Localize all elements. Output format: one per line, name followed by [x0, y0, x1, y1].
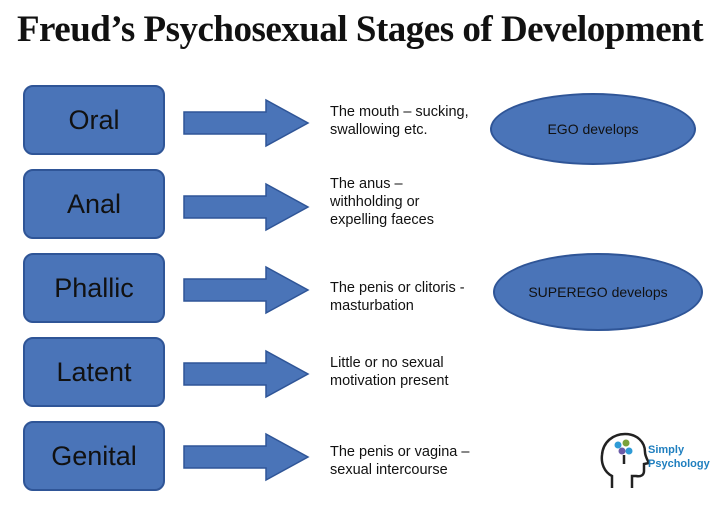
stage-description-oral: The mouth – sucking, swallowing etc. — [330, 103, 500, 139]
arrow-phallic-icon — [183, 265, 310, 315]
description-line: sexual intercourse — [330, 462, 448, 478]
stage-description-latent: Little or no sexual motivation present — [330, 354, 500, 390]
stage-description-genital: The penis or vagina – sexual intercourse — [330, 443, 500, 479]
stage-box-oral: Oral — [23, 85, 165, 155]
description-line: motivation present — [330, 373, 449, 389]
arrow-genital-icon — [183, 432, 310, 482]
logo-text-simply: Simply — [648, 444, 685, 456]
ego-develops-oval: EGO develops — [490, 93, 696, 165]
head-profile-icon — [600, 432, 651, 488]
description-line: The mouth – sucking, — [330, 104, 469, 120]
arrow-latent-icon — [183, 349, 310, 399]
stage-box-anal: Anal — [23, 169, 165, 239]
description-line: expelling faeces — [330, 212, 434, 228]
description-line: The anus – — [330, 176, 403, 192]
description-line: The penis or vagina – — [330, 444, 470, 460]
description-line: The penis or clitoris - — [330, 280, 465, 296]
description-line: masturbation — [330, 298, 414, 314]
arrow-oral-icon — [183, 98, 310, 148]
stage-box-latent: Latent — [23, 337, 165, 407]
logo-text-psychology: Psychology — [648, 458, 710, 470]
stage-box-phallic: Phallic — [23, 253, 165, 323]
stage-description-anal: The anus – withholding or expelling faec… — [330, 175, 500, 229]
description-line: swallowing etc. — [330, 122, 428, 138]
description-line: Little or no sexual — [330, 355, 444, 371]
description-line: withholding or — [330, 194, 420, 210]
stage-description-phallic: The penis or clitoris - masturbation — [330, 279, 500, 315]
superego-develops-oval: SUPEREGO develops — [493, 253, 703, 331]
page-title: Freud’s Psychosexual Stages of Developme… — [16, 9, 704, 50]
stage-box-genital: Genital — [23, 421, 165, 491]
arrow-anal-icon — [183, 182, 310, 232]
